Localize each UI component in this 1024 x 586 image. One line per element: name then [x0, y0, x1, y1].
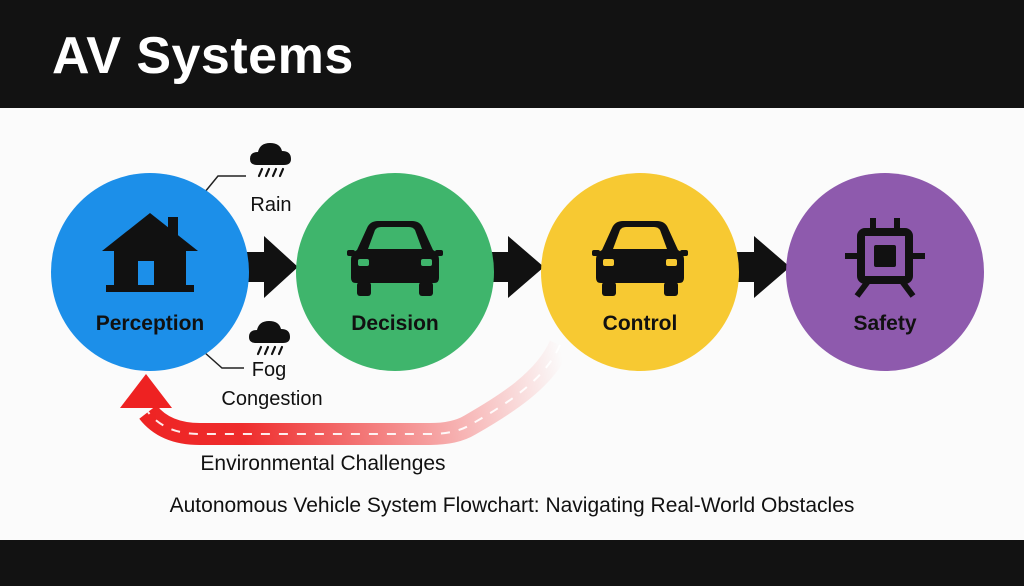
fog-label: Fog: [252, 359, 286, 381]
perception-label: Perception: [96, 312, 205, 335]
rain-label: Rain: [250, 194, 291, 216]
rain-cloud-icon: [248, 141, 293, 178]
environmental-challenges-label: Environmental Challenges: [200, 452, 445, 475]
node-control: Control: [541, 173, 739, 371]
house-icon: [102, 213, 198, 292]
decision-label: Decision: [351, 312, 439, 335]
node-decision: Decision: [296, 173, 494, 371]
safety-circle: [786, 173, 984, 371]
node-safety: Safety: [786, 173, 984, 371]
flow-arrow-2: [490, 236, 544, 298]
safety-label: Safety: [853, 312, 916, 335]
node-perception: Perception: [51, 173, 249, 371]
rain-cloud-icon: [247, 319, 292, 356]
congestion-label: Congestion: [221, 388, 322, 410]
diagram-caption: Autonomous Vehicle System Flowchart: Nav…: [170, 494, 855, 517]
chip-icon: [845, 218, 925, 298]
control-label: Control: [603, 312, 678, 335]
flow-arrow-1: [244, 236, 298, 298]
footer-bar: [0, 540, 1024, 586]
flow-arrow-3: [736, 236, 790, 298]
header-bar: AV Systems: [0, 0, 1024, 108]
feedback-path: [120, 340, 571, 445]
page-title: AV Systems: [52, 27, 354, 85]
fog-connector: [203, 351, 244, 369]
feedback-arrowhead: [120, 374, 172, 408]
